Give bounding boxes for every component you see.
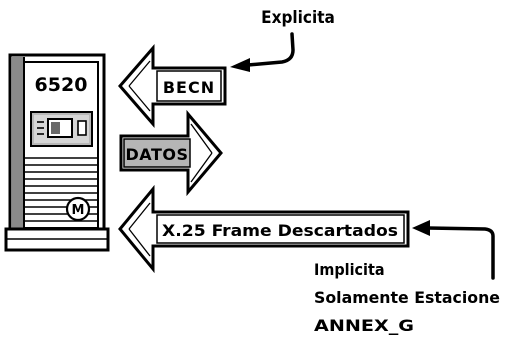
motorola-logo-icon [65,196,91,222]
panel-button-icon [77,120,87,136]
annex-label: ANNEX_G [314,316,414,335]
explicita-arrowhead-icon [230,58,250,72]
implicita-connector [426,226,495,280]
logo-letter: M [72,203,85,218]
explicita-callout: Explicita [230,8,335,72]
solamente-label: Solamente Estacione [314,288,500,307]
device-model-label: 6520 [35,74,88,96]
datos-arrow: DATOS [119,109,223,197]
implicita-arrowhead-icon [412,220,430,236]
frame-label: X.25 Frame Descartados [162,221,398,240]
explicita-connector [246,32,295,67]
panel-leds-icon [37,121,44,135]
datos-label-box [123,138,191,168]
explicita-label: Explicita [261,8,335,28]
datos-label: DATOS [126,145,189,164]
becn-label: BECN [163,78,215,97]
becn-label-box [156,70,222,102]
implicita-label: Implicita [314,260,385,279]
frame-label-box [156,214,405,244]
device-6520: 6520 M [4,53,110,252]
becn-arrow: BECN [118,43,227,129]
implicita-callout: Implicita Solamente Estacione ANNEX_G [314,220,500,335]
device-vent-slats [24,157,98,222]
frame-discarded-arrow: X.25 Frame Descartados [118,184,410,274]
